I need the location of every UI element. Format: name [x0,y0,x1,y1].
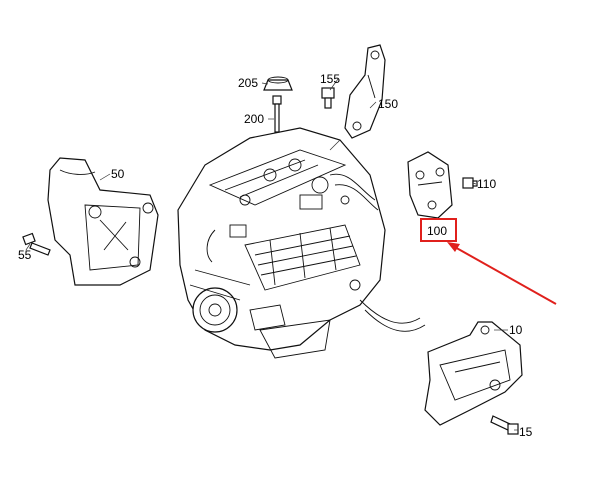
callout-110: 110 [477,177,496,191]
part-50-mount-bracket [47,157,159,286]
part-155-bolt [321,87,335,109]
callout-50: 50 [111,167,125,181]
callout-155: 155 [320,72,340,86]
part-15-bolt [490,415,519,435]
callout-10: 10 [509,323,523,337]
part-150-bracket [344,44,386,139]
engine-assembly [177,127,426,359]
callout-15: 15 [519,425,533,439]
callout-205: 205 [238,76,258,90]
callout-100: 100 [427,224,447,238]
callout-200: 200 [244,112,264,126]
part-200-stud [272,95,282,133]
highlight-arrow-head [447,242,460,252]
highlight-box [420,218,457,242]
part-10-engine-mount [424,321,523,426]
part-100-mount-bracket [407,151,453,219]
leader-lines [25,78,518,431]
callout-55: 55 [18,248,32,262]
part-110-bolt [462,177,478,189]
callout-150: 150 [378,97,398,111]
part-55-bolt [22,232,51,256]
highlight-arrow-line [452,245,557,305]
part-205-nut [263,76,293,91]
highlight-callout-100: 100 [420,218,557,305]
